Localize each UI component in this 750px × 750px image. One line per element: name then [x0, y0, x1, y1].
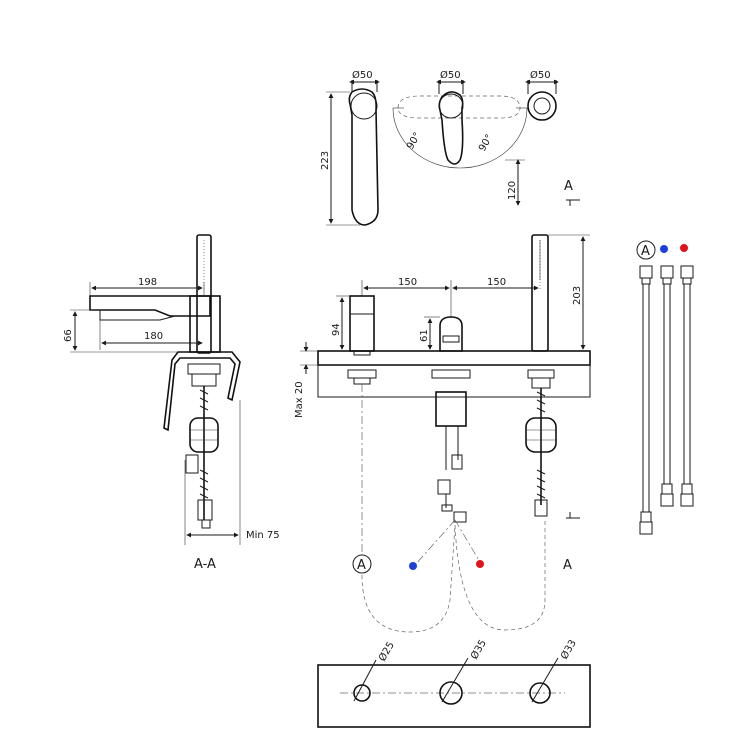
front-view: 150 150 94 61 203 Max 20	[294, 234, 591, 633]
dim-front-61: 61	[419, 329, 430, 342]
hose-hot	[680, 265, 694, 507]
dim-front-203: 203	[572, 286, 583, 305]
dim-angle-right: 90°	[477, 133, 495, 154]
top-left-handle: Ø50 223	[320, 69, 380, 226]
dim-front-150-right: 150	[487, 277, 506, 288]
dim-hole-33: Ø33	[558, 638, 579, 662]
dim-front-94: 94	[331, 323, 342, 336]
legend-cold-dot	[660, 245, 668, 253]
legend-a-circle	[636, 240, 656, 260]
top-mid-handle: Ø50 90° 90°	[392, 69, 528, 169]
dim-side-66: 66	[63, 329, 74, 342]
dim-hole-25: Ø25	[376, 640, 397, 664]
dim-top-left-dia: Ø50	[352, 69, 373, 81]
dim-max-20: Max 20	[294, 381, 305, 418]
cold-water-dot	[409, 562, 417, 570]
dim-side-180: 180	[144, 331, 163, 342]
section-marker-a-top: A	[564, 179, 573, 194]
dim-side-198: 198	[138, 277, 157, 288]
dim-angle-left: 90°	[405, 131, 423, 152]
dim-min-75: Min 75	[246, 530, 280, 541]
dim-height-223: 223	[320, 151, 331, 170]
marker-a-legend: A	[641, 244, 650, 259]
legend-hot-dot	[680, 244, 688, 252]
dim-height-120: 120	[507, 181, 518, 200]
section-marker-a-bottom: A	[563, 558, 572, 573]
deck-holes-view: Ø25 Ø35 Ø33	[317, 638, 591, 728]
top-right-rosette: Ø50 120 A	[505, 69, 580, 206]
side-section-view: 198 180 66 Min 75 A-A	[63, 234, 280, 572]
dim-top-mid-dia: Ø50	[440, 69, 461, 81]
hoses-legend: A	[636, 240, 694, 535]
hose-cold	[660, 265, 674, 507]
dim-front-150-left: 150	[398, 277, 417, 288]
dim-top-right-dia: Ø50	[530, 69, 551, 81]
hose-a	[639, 265, 653, 535]
dim-hole-35: Ø35	[468, 638, 489, 662]
section-title-aa: A-A	[194, 557, 216, 572]
hot-water-dot	[476, 560, 484, 568]
marker-a-front: A	[357, 558, 366, 573]
top-view: Ø50 223 Ø50 90° 90°	[320, 69, 580, 226]
marker-a-circle	[352, 554, 372, 574]
